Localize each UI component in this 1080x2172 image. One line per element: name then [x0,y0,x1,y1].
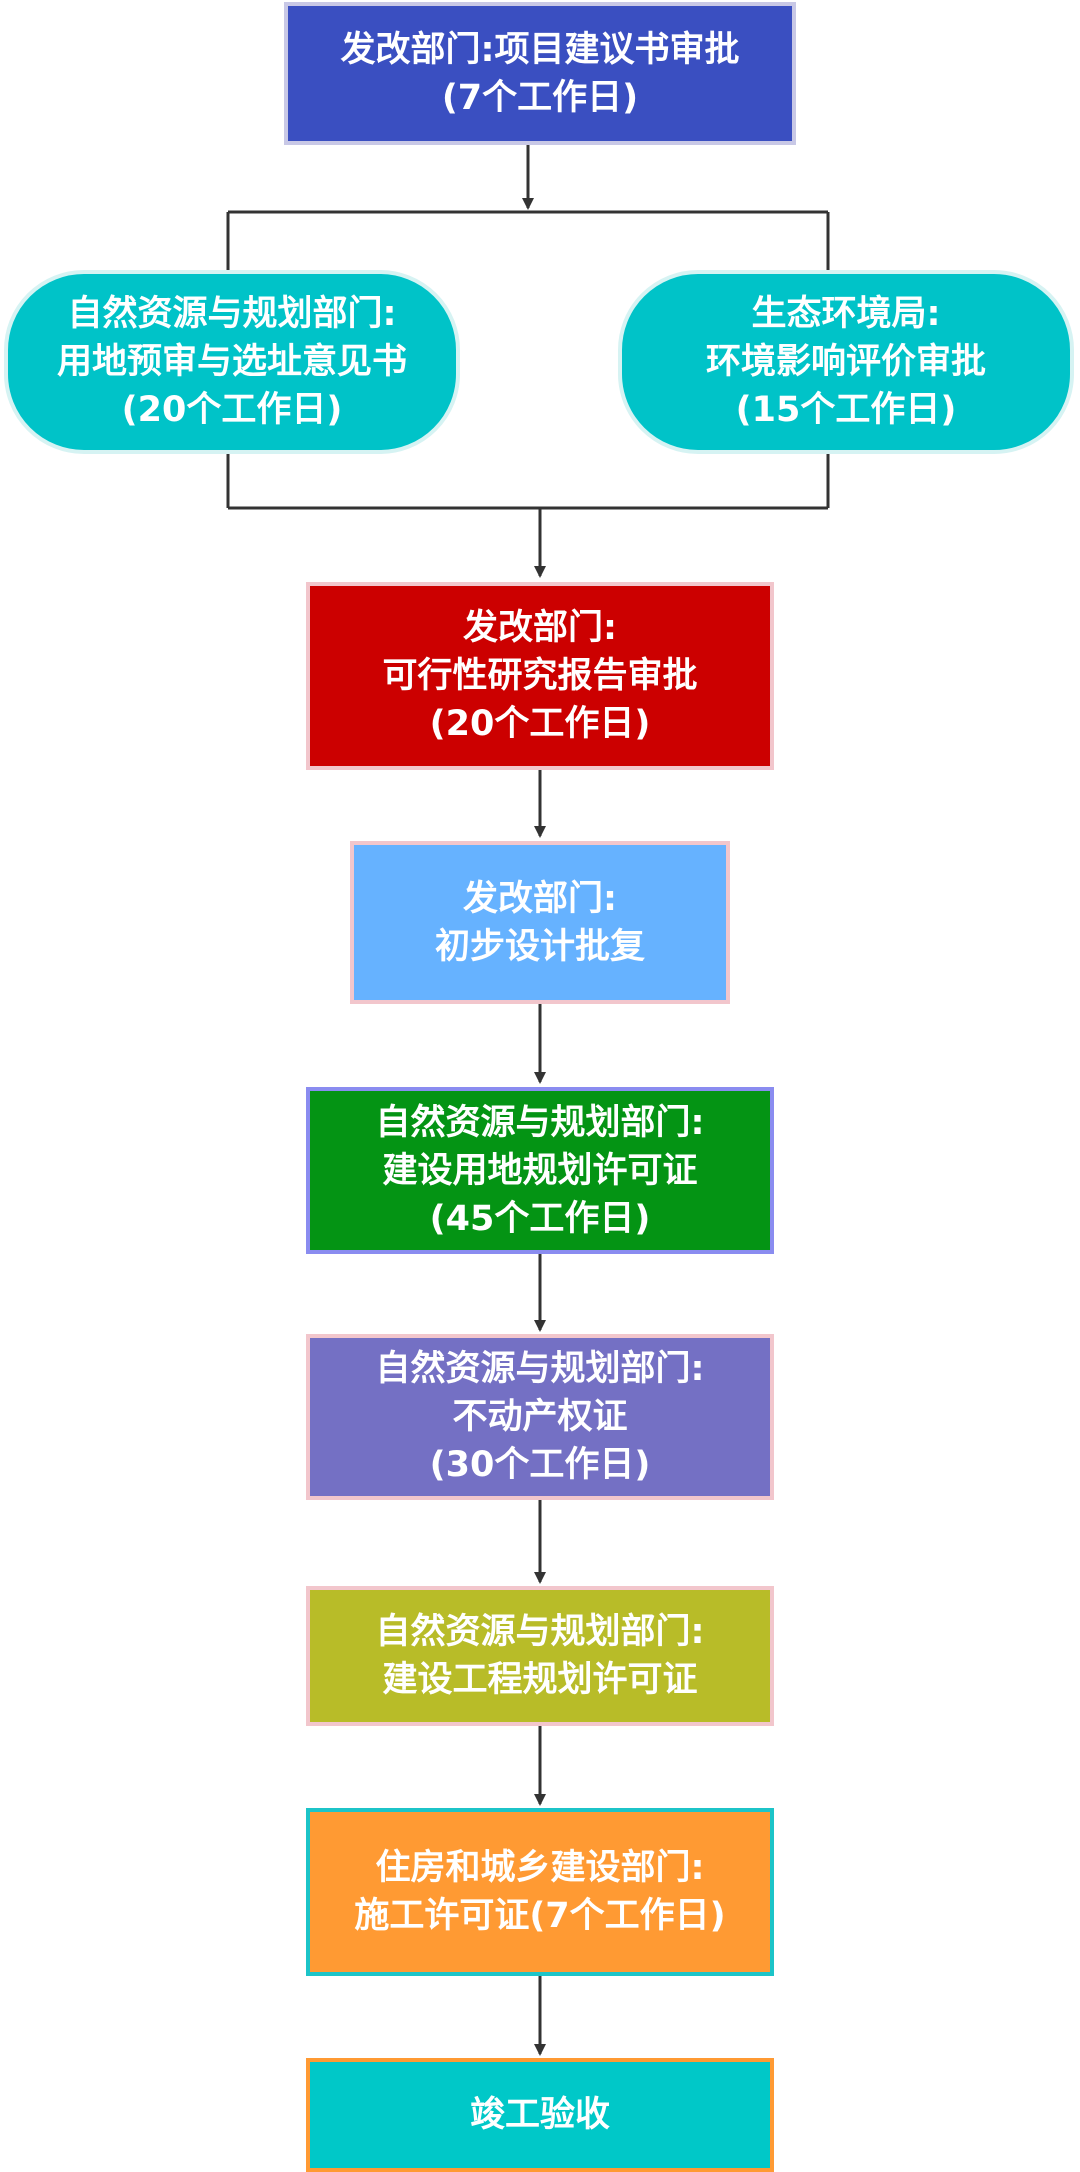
step-label-line: (20个工作日) [429,704,651,744]
step-label-line: 不动产权证 [452,1397,628,1437]
step-feasibility-study-approval: 发改部门: 可行性研究报告审批 (20个工作日) [306,582,774,770]
step-construction-planning-permit: 自然资源与规划部门: 建设工程规划许可证 [306,1586,774,1726]
step-label-line: 环境影响评价审批 [705,342,986,382]
step-label-line: (45个工作日) [429,1198,651,1239]
step-label-line: (7个工作日) [441,77,639,118]
step-label-line: 发改部门: [463,878,617,919]
step-environmental-impact-approval: 生态环境局: 环境影响评价审批 (15个工作日) [618,270,1074,454]
step-label-line: 用地预审与选址意见书 [56,342,407,382]
step-preliminary-design-approval: 发改部门: 初步设计批复 [350,841,730,1004]
step-completion-acceptance: 竣工验收 [306,2058,774,2172]
step-real-estate-title-certificate: 自然资源与规划部门: 不动产权证 (30个工作日) [306,1334,774,1500]
step-label-line: 自然资源与规划部门: [375,1612,705,1652]
step-label-line: 可行性研究报告审批 [382,656,698,696]
step-construction-permit: 住房和城乡建设部门: 施工许可证(7个工作日) [306,1808,774,1976]
step-label-line: 建设工程规划许可证 [382,1660,698,1700]
step-label-line: 施工许可证(7个工作日) [354,1896,726,1936]
step-label-line: 自然资源与规划部门: [375,1349,705,1389]
step-land-use-planning-permit: 自然资源与规划部门: 建设用地规划许可证 (45个工作日) [306,1087,774,1254]
step-label-line: 生态环境局: [751,294,941,334]
step-label-line: 发改部门: [463,608,617,648]
step-label-line: 住房和城乡建设部门: [375,1848,705,1888]
step-project-proposal-approval: 发改部门:项目建议书审批 (7个工作日) [284,2,796,145]
step-label-line: 建设用地规划许可证 [382,1150,698,1191]
step-label-line: 自然资源与规划部门: [67,294,397,334]
step-label-line: 初步设计批复 [434,926,645,967]
step-label-line: 自然资源与规划部门: [375,1102,705,1143]
step-label-line: (30个工作日) [429,1445,651,1485]
step-label-line: (15个工作日) [735,390,957,430]
step-land-site-preliminary-review: 自然资源与规划部门: 用地预审与选址意见书 (20个工作日) [4,270,460,454]
step-label-line: (20个工作日) [121,390,343,430]
step-label-line: 发改部门:项目建议书审批 [340,29,740,70]
step-label-line: 竣工验收 [469,2095,610,2135]
